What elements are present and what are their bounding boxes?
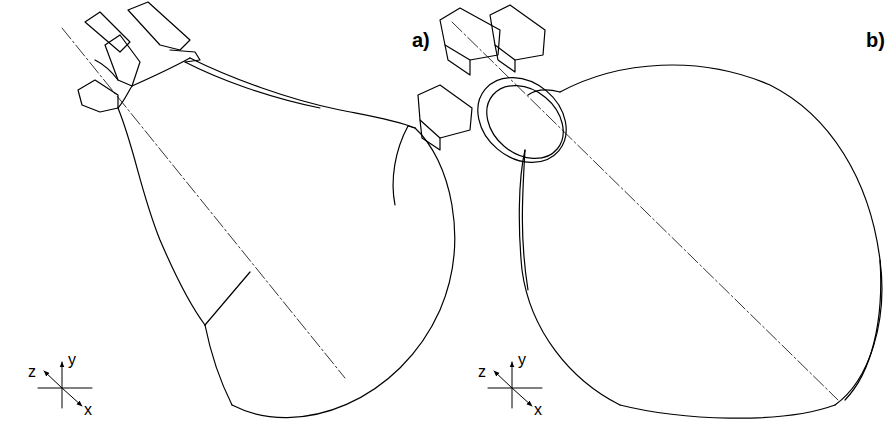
axis-label: z (28, 364, 36, 380)
axis-label: y (68, 352, 76, 368)
nozzle-a (62, 2, 455, 418)
axis-label: x (534, 402, 542, 418)
axis-triad-a (38, 362, 92, 408)
axis-triad-b (488, 362, 542, 408)
panel-label: b) (866, 30, 885, 50)
panel-label: a) (412, 30, 430, 50)
axis-label: z (478, 364, 486, 380)
axis-label: x (84, 402, 92, 418)
axis-label: y (518, 352, 526, 368)
nozzle-b (418, 5, 882, 418)
